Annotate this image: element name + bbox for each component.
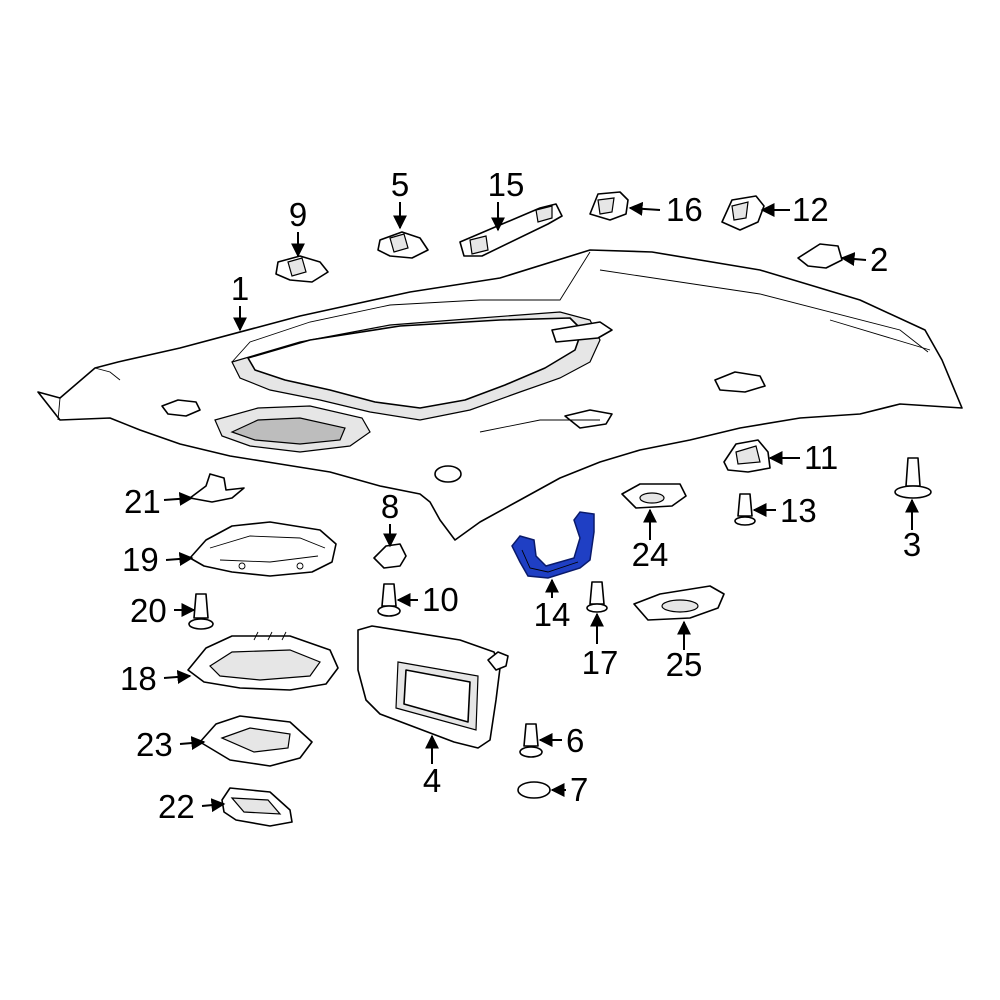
- clip-part-5[interactable]: [377, 231, 429, 259]
- callout-22: 22: [158, 788, 195, 825]
- callout-3: 3: [903, 526, 921, 563]
- console-frame-part-19[interactable]: [189, 521, 337, 577]
- bracket-part-24[interactable]: [621, 483, 687, 509]
- callout-5: 5: [391, 166, 409, 203]
- leader-lines: [163, 201, 919, 813]
- console-part-18[interactable]: [187, 631, 339, 691]
- callout-11: 11: [804, 439, 838, 476]
- bracket-part-22[interactable]: [221, 787, 293, 827]
- bracket-part-15[interactable]: [459, 203, 563, 257]
- cap-part-7[interactable]: [517, 781, 551, 799]
- callout-17: 17: [582, 644, 619, 681]
- callout-7: 7: [570, 771, 588, 808]
- clip-part-8[interactable]: [373, 543, 407, 569]
- callout-20: 20: [130, 592, 167, 629]
- callout-25: 25: [666, 646, 703, 683]
- callout-24: 24: [632, 536, 669, 573]
- clip-part-12[interactable]: [721, 195, 765, 231]
- bracket-part-21[interactable]: [189, 473, 245, 503]
- callout-21: 21: [124, 483, 161, 520]
- screw-part-6[interactable]: [519, 723, 543, 758]
- grab-handle-part-14[interactable]: [511, 511, 595, 579]
- headliner-part[interactable]: [37, 249, 963, 541]
- lamp-part-23[interactable]: [199, 715, 313, 767]
- callout-18: 18: [120, 660, 157, 697]
- callout-19: 19: [122, 541, 159, 578]
- screw-part-13[interactable]: [734, 493, 756, 526]
- bezel-part-11[interactable]: [723, 439, 771, 473]
- callout-13: 13: [780, 492, 817, 529]
- callout-12: 12: [792, 191, 829, 228]
- callout-1: 1: [231, 270, 249, 307]
- callout-14: 14: [534, 596, 571, 633]
- callout-labels: 1 9 5 15 16 12 2 11 13 3 24 25 14 17 6 7…: [120, 166, 921, 825]
- callout-4: 4: [423, 762, 441, 799]
- screw-part-10[interactable]: [377, 583, 401, 617]
- callout-10: 10: [422, 581, 459, 618]
- callout-23: 23: [136, 726, 173, 763]
- clip-part-2[interactable]: [797, 243, 843, 269]
- callout-6: 6: [566, 722, 584, 759]
- clip-part-9[interactable]: [275, 255, 329, 283]
- sun-visor-part-4[interactable]: [357, 625, 509, 749]
- bracket-part-25[interactable]: [633, 585, 725, 621]
- bolt-part-3[interactable]: [894, 457, 932, 499]
- callout-8: 8: [381, 488, 399, 525]
- callout-16: 16: [666, 191, 703, 228]
- clip-part-16[interactable]: [589, 191, 629, 221]
- callout-2: 2: [870, 241, 888, 278]
- callout-9: 9: [289, 196, 307, 233]
- screw-part-20[interactable]: [188, 593, 214, 630]
- screw-part-17[interactable]: [586, 581, 608, 613]
- callout-15: 15: [488, 166, 525, 203]
